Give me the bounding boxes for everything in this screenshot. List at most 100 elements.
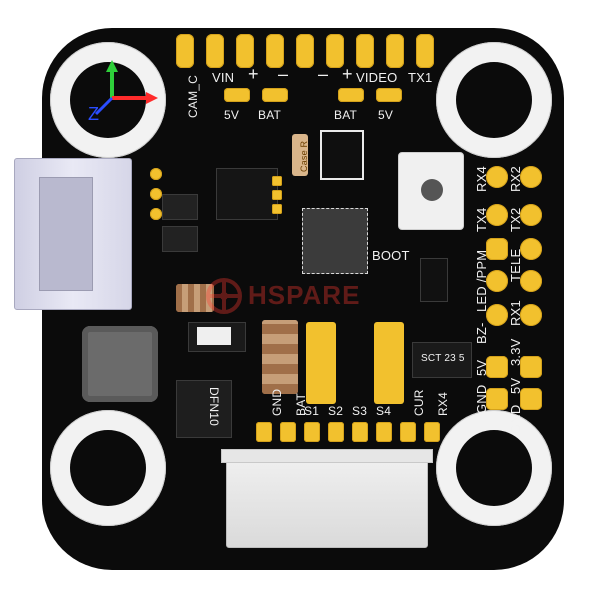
top-pad-6 [326,34,344,68]
right-pad-8 [520,270,542,292]
bottom-pad-bat [280,422,296,442]
rx2-label: RX2 [508,166,523,192]
bottom-pad-s2 [328,422,344,442]
right-pad-5 [486,238,508,260]
usb-connector [14,158,132,310]
case-r-capacitor [292,134,308,176]
right-pad-6 [520,238,542,260]
right-pad-13 [486,388,508,410]
mounting-hole-bottom-right [436,410,552,526]
label-bat-right: BAT [334,108,358,122]
bottom-connector [221,449,433,548]
button-cap [421,179,443,201]
dfn10-chip: DFN10 [176,380,232,438]
watermark-text: HSPARE [248,280,361,310]
bottom-pad-s3 [352,422,368,442]
top-pad-2 [206,34,224,68]
right-pad-9 [486,304,508,326]
plus-right-label: + [342,64,353,84]
regulator-pad-2 [272,190,282,200]
capacitor-mid [262,320,298,394]
label-5v-right: 5V [378,108,394,122]
pad-bat-left [262,88,288,102]
sct-label: SCT 23 5 [421,353,465,364]
pad-bat-right [338,88,364,102]
gnd-mid-label: GND [474,384,489,415]
case-r-label: Case R [299,140,309,172]
vin-label: VIN [212,70,235,85]
regulator-pad-3 [272,204,282,214]
small-chip-right [420,258,448,302]
bz-label: BZ- [474,322,489,344]
bottom-pad-cur [400,422,416,442]
bottom-label-s4: S4 [376,404,392,418]
top-pad-3 [236,34,254,68]
axis-z-label: Z [88,104,100,124]
bottom-label-rx4: RX4 [436,392,450,416]
watermark-logo: HSPARE [196,274,406,318]
right-pad-11 [486,356,508,378]
top-pad-5 [296,34,314,68]
right-pad-1 [486,166,508,188]
right-pad-12 [520,356,542,378]
5v-mid-label: 5V [474,359,489,376]
led-indicators [320,130,364,180]
boot-button[interactable] [398,152,464,230]
video-label: VIDEO [356,70,398,85]
bottom-label-gnd: GND [270,388,284,416]
right-pad-7 [486,270,508,292]
right-pad-4 [520,204,542,226]
mounting-hole-top-right [436,42,552,158]
pad-left-1 [150,168,162,180]
bottom-pad-rx4 [424,422,440,442]
label-5v-left: 5V [224,108,240,122]
tx2-label: TX2 [508,207,523,232]
3v3-label: 3.3V [508,338,523,366]
mosfet-upper [162,194,198,220]
5v-right-lower-label: 5V [508,377,523,394]
tx1-label: TX1 [408,70,433,85]
usb-slot [39,177,93,291]
sct-chip: SCT 23 5 [412,342,472,378]
tele-label: TELE [508,248,523,282]
mounting-hole-bottom-left [50,410,166,526]
bottom-pad-s4 [376,422,392,442]
right-pad-3 [486,204,508,226]
bottom-label-s1: S1 [304,404,320,418]
top-pad-1 [176,34,194,68]
orientation-axis-icon [94,60,158,116]
bottom-pad-gnd [256,422,272,442]
regulator-chip [216,168,278,220]
capacitor-bar-right [374,322,404,404]
regulator-pad-1 [272,176,282,186]
bottom-label-s2: S2 [328,404,344,418]
plus-left-label: + [248,64,259,84]
top-pad-7 [356,34,374,68]
rx1-label: RX1 [508,300,523,326]
tx4-label: TX4 [474,207,489,232]
capacitor-bar-center [306,322,336,404]
pad-5v-right [376,88,402,102]
mosfet-lower [162,226,198,252]
right-pad-2 [520,166,542,188]
top-pad-9 [416,34,434,68]
right-pad-10 [520,304,542,326]
rx4-top-label: RX4 [474,166,489,192]
capacitor-large-left [176,284,214,312]
boot-label: BOOT [372,248,410,263]
bottom-label-cur: CUR [412,389,426,416]
cam-c-label: CAM_C [186,74,200,118]
led-ppm-label: LED /PPM [474,249,489,312]
bottom-label-s3: S3 [352,404,368,418]
top-pad-8 [386,34,404,68]
bottom-pad-s1 [304,422,320,442]
connector-top [221,449,433,463]
watermark-wheel-icon [206,278,242,314]
pad-left-2 [150,188,162,200]
pad-left-3 [150,208,162,220]
diode [188,322,246,352]
mcu-chip [302,208,368,274]
minus-right-label: – [318,64,329,84]
gnd-right-label: GND [508,404,523,435]
label-bat-left: BAT [258,108,282,122]
